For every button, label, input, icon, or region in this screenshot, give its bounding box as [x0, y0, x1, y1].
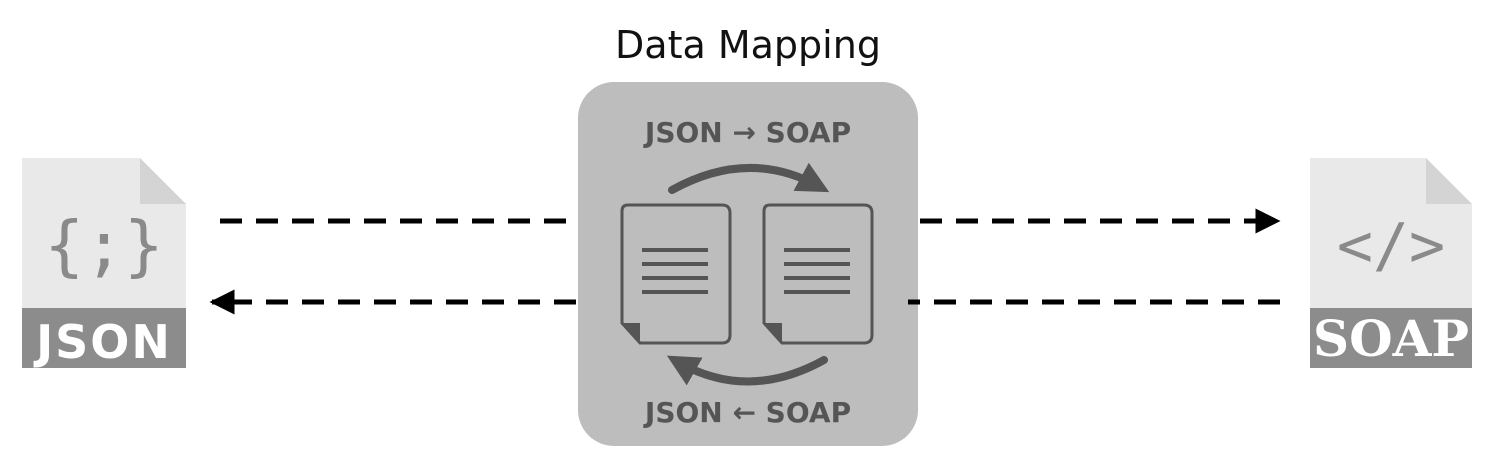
- mapping-box: JSON → SOAP JSON ← SOAP: [578, 82, 918, 446]
- diagram-title: Data Mapping: [615, 23, 881, 67]
- source-document-icon: [620, 203, 732, 345]
- mapping-label-json-to-soap: JSON → SOAP: [643, 116, 851, 149]
- xml-glyph-icon: </>: [1337, 211, 1445, 281]
- soap-file-label: SOAP: [1313, 309, 1469, 368]
- mapping-label-soap-to-json: JSON ← SOAP: [643, 396, 851, 429]
- json-file-band: [22, 308, 186, 368]
- target-document-icon: [762, 203, 874, 345]
- cycle-arrow-reverse-icon: [666, 355, 828, 386]
- json-file-label: JSON: [33, 315, 172, 369]
- json-file-icon: {;} JSON: [22, 158, 186, 369]
- soap-file-fold: [1426, 158, 1472, 204]
- soap-file-icon: </> SOAP: [1310, 158, 1472, 368]
- cycle-arrow-forward-icon: [668, 162, 830, 194]
- soap-file-band: [1310, 308, 1472, 368]
- json-file-fold: [140, 158, 186, 204]
- mapping-box-background: [578, 82, 918, 446]
- json-glyph-icon: {;}: [44, 207, 163, 284]
